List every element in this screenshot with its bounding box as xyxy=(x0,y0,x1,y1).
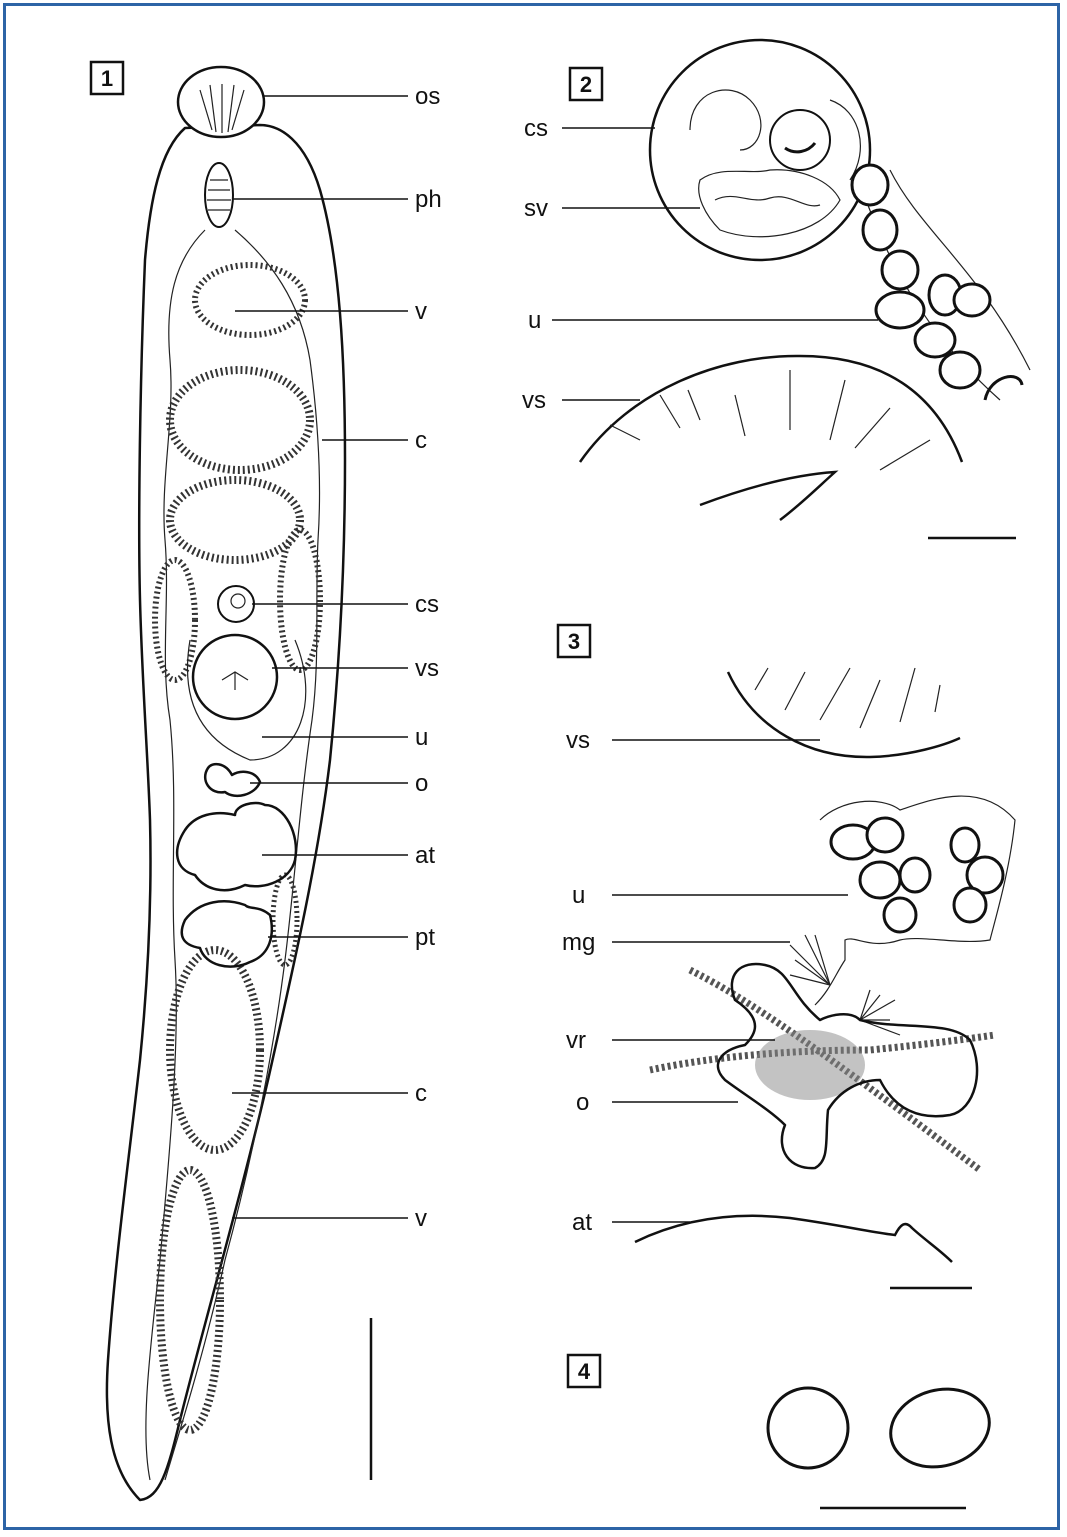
egg xyxy=(867,818,903,852)
label-o-3: o xyxy=(576,1089,589,1116)
label-mg-3: mg xyxy=(562,929,595,956)
label-u: u xyxy=(415,724,428,751)
label-u-2: u xyxy=(528,307,541,334)
panel-4: 4 xyxy=(568,1355,998,1508)
caecum-left xyxy=(146,230,205,1480)
label-ph: ph xyxy=(415,186,442,213)
label-at: at xyxy=(415,842,435,869)
cirrus-sac xyxy=(218,586,254,622)
label-os: os xyxy=(415,83,440,110)
egg xyxy=(852,165,888,205)
egg xyxy=(884,898,916,932)
egg xyxy=(882,251,918,289)
panel-4-number: 4 xyxy=(578,1359,591,1384)
oral-sucker xyxy=(178,67,264,137)
label-c-upper: c xyxy=(415,427,427,454)
egg-partial xyxy=(985,377,1022,400)
label-vs-3: vs xyxy=(566,727,590,754)
egg xyxy=(954,284,990,316)
uterus-eggs xyxy=(852,165,1022,400)
egg xyxy=(954,888,986,922)
label-cs-2: cs xyxy=(524,115,548,142)
ventral-sucker-radial-fibres xyxy=(610,370,930,470)
label-at-3: at xyxy=(572,1209,592,1236)
label-vs-2: vs xyxy=(522,387,546,414)
label-u-3: u xyxy=(572,882,585,909)
egg xyxy=(951,828,979,862)
panel-1: 1 xyxy=(91,62,442,1500)
egg-detail-left xyxy=(768,1388,848,1468)
panel-2: 2 xyxy=(522,40,1030,538)
label-vs: vs xyxy=(415,655,439,682)
label-pt: pt xyxy=(415,924,435,951)
pharynx xyxy=(205,163,233,227)
panel-1-number: 1 xyxy=(101,66,113,91)
panel-3: 3 xyxy=(558,625,1015,1288)
ventral-sucker-fibres-3 xyxy=(755,668,940,728)
cirrus-sac-detail xyxy=(650,40,870,260)
posterior-testis xyxy=(182,901,272,966)
egg xyxy=(876,292,924,328)
label-v-lower: v xyxy=(415,1205,427,1232)
egg-detail-right xyxy=(882,1378,998,1477)
label-c-lower: c xyxy=(415,1080,427,1107)
label-sv-2: sv xyxy=(524,195,548,222)
uterus-eggs-3 xyxy=(831,818,1003,932)
anterior-testis xyxy=(177,803,296,890)
label-vr-3: vr xyxy=(566,1027,586,1054)
ventral-sucker-detail xyxy=(580,356,962,462)
egg xyxy=(863,210,897,250)
egg xyxy=(900,858,930,892)
label-o: o xyxy=(415,770,428,797)
ventral-sucker-detail-3 xyxy=(728,672,960,757)
egg xyxy=(915,323,955,357)
egg xyxy=(940,352,980,388)
ventral-sucker-aperture-detail xyxy=(700,472,835,520)
panel-2-number: 2 xyxy=(580,72,592,97)
panel-3-number: 3 xyxy=(568,629,580,654)
ovary xyxy=(205,764,260,796)
egg xyxy=(860,862,900,898)
label-v-upper: v xyxy=(415,298,427,325)
label-cs: cs xyxy=(415,591,439,618)
